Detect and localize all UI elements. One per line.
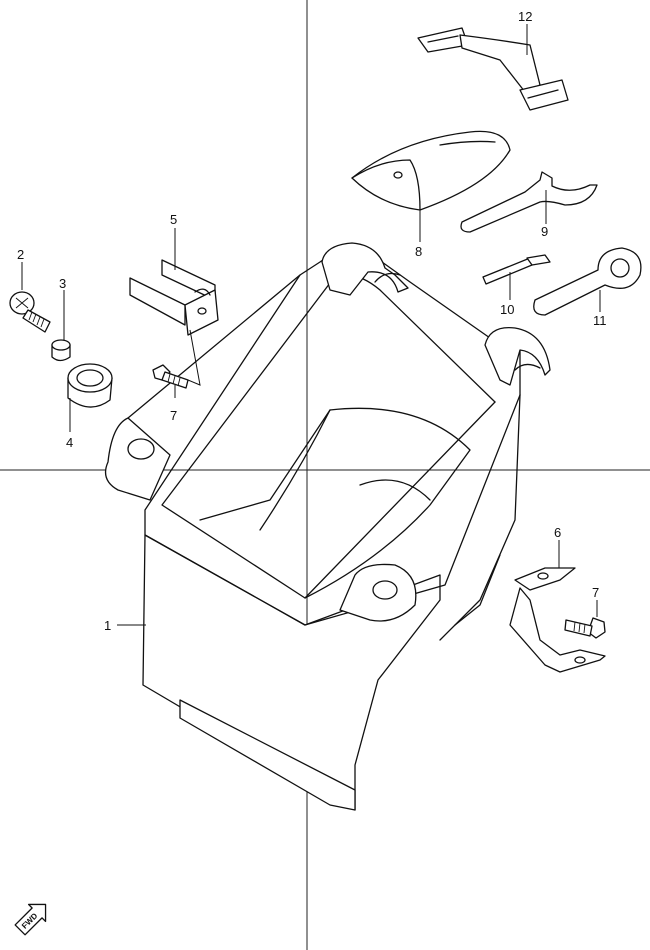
callout-5: 5	[170, 212, 177, 227]
callout-12: 12	[518, 9, 532, 24]
part-12-strap	[417, 27, 569, 111]
callout-2: 2	[17, 247, 24, 262]
callout-6: 6	[554, 525, 561, 540]
part-11-ring-spanner	[533, 247, 642, 316]
part-4-grommet	[67, 363, 113, 408]
callout-3: 3	[59, 276, 66, 291]
callout-4: 4	[66, 435, 73, 450]
part-3-collar	[51, 339, 71, 362]
part-8-sleeve	[351, 130, 511, 211]
callout-8: 8	[415, 244, 422, 259]
part-1-tray	[104, 242, 551, 811]
callout-11: 11	[593, 313, 607, 328]
part-7-bolt-left	[152, 329, 201, 389]
callout-labels: 1 2 3 4 5 6 7 7 8 9 10 11 12	[17, 9, 607, 633]
part-7-bolt-right	[564, 617, 606, 639]
part-2-bolt	[9, 291, 51, 333]
fwd-arrow-icon: FWD	[14, 903, 47, 936]
callout-9: 9	[541, 224, 548, 239]
callout-7-right: 7	[592, 585, 599, 600]
part-6-bracket	[509, 567, 606, 673]
callout-7-left: 7	[170, 408, 177, 423]
callout-leaders	[21, 24, 601, 626]
callout-1: 1	[104, 618, 111, 633]
part-9-wrench	[460, 171, 598, 233]
callout-10: 10	[500, 302, 514, 317]
part-5-bracket	[129, 259, 219, 336]
part-10-hex-key	[482, 254, 551, 285]
